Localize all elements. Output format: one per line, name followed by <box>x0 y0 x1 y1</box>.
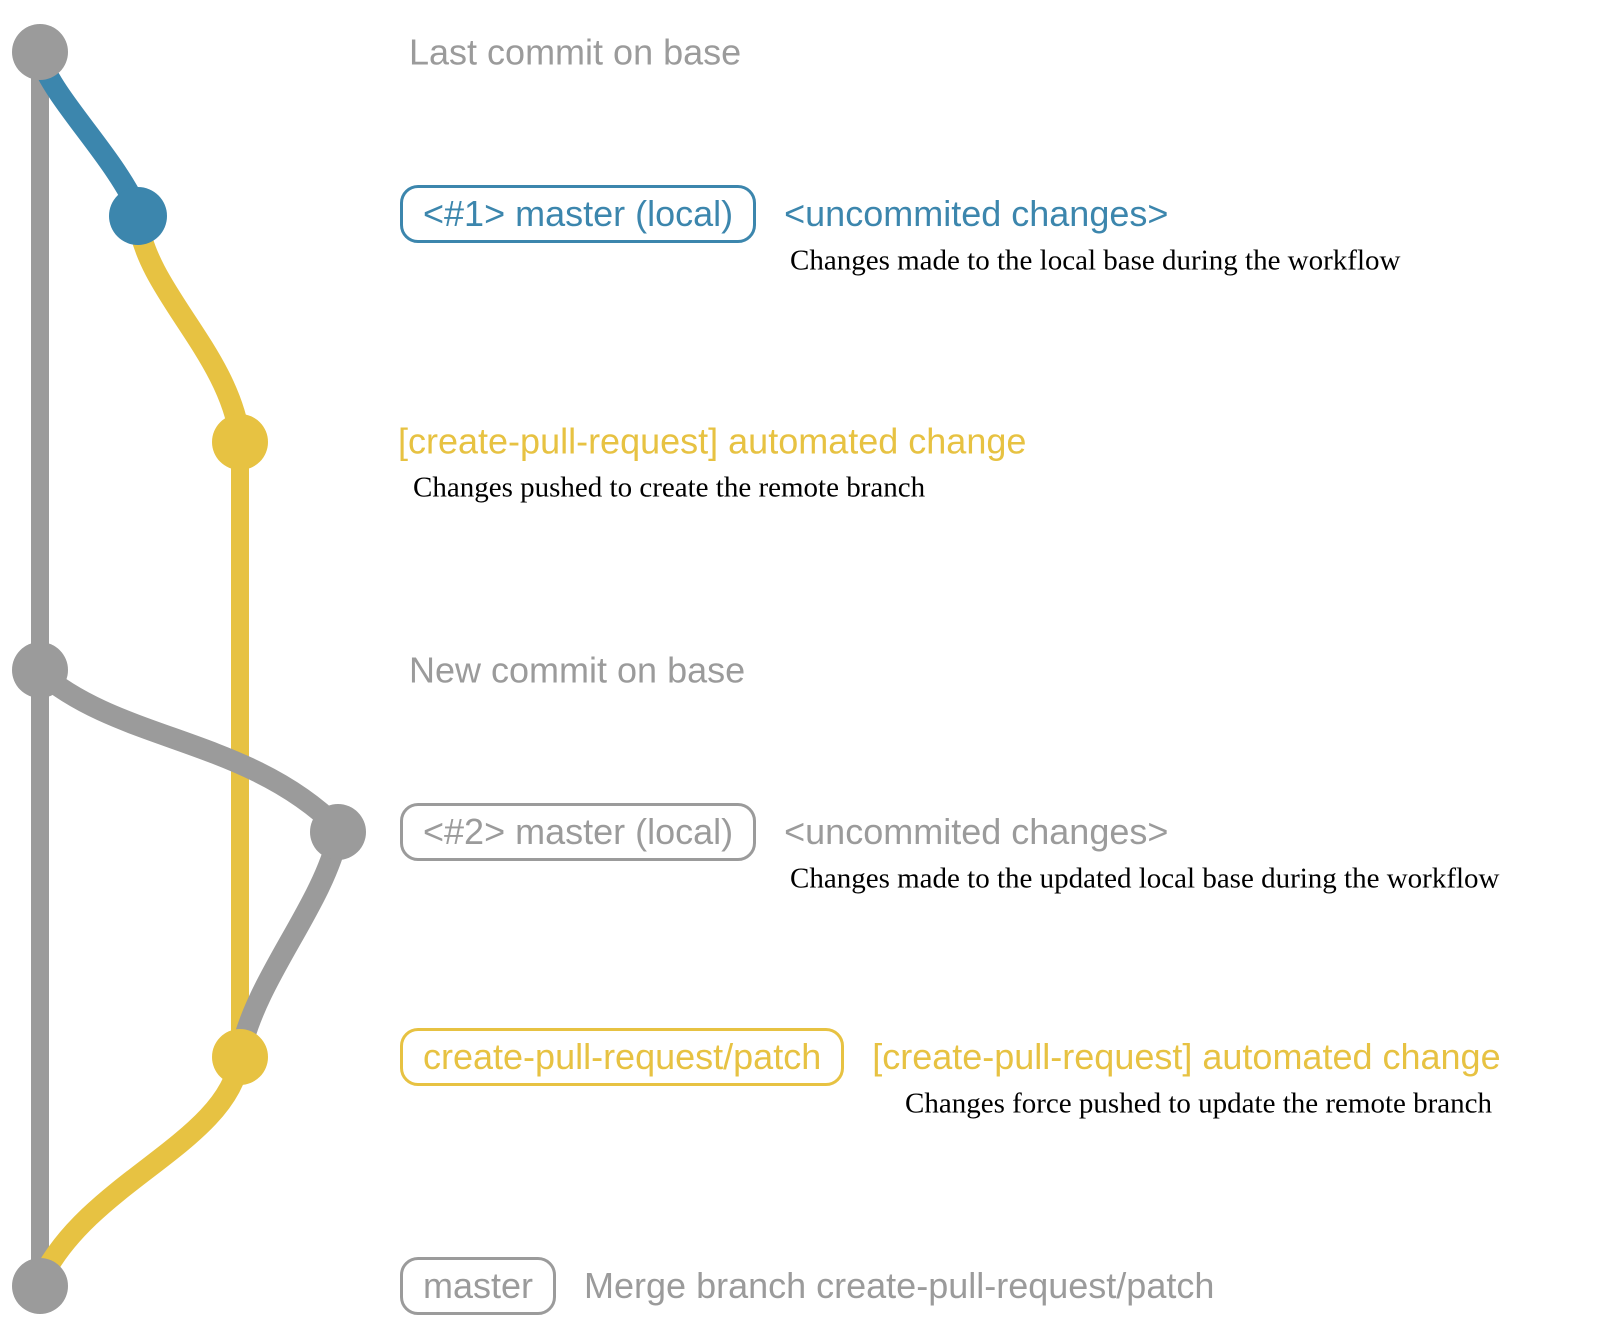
commit-dot-patch-1 <box>212 414 268 470</box>
gray-update-patch-curve <box>230 833 349 1053</box>
local-1-description: Changes made to the local base during th… <box>790 244 1401 277</box>
blue-local-branch-curve <box>30 54 146 211</box>
patch-2-description: Changes force pushed to update the remot… <box>905 1087 1493 1120</box>
automated-change-label-1: [create-pull-request] automated change <box>398 420 1027 462</box>
annotation-local-2: <#2> master (local) <uncommited changes> <box>400 803 1168 861</box>
annotation-patch-1: [create-pull-request] automated change <box>398 420 1026 461</box>
new-commit-label: New commit on base <box>409 649 746 691</box>
branch-badge-master-local-1: <#1> master (local) <box>400 185 757 243</box>
uncommited-changes-label-2: <uncommited changes> <box>784 811 1169 853</box>
commit-dot-local-1 <box>109 187 167 245</box>
commit-dot-last-base <box>12 24 68 80</box>
annotation-local-1: <#1> master (local) <uncommited changes> <box>400 185 1168 243</box>
annotation-patch-2: create-pull-request/patch [create-pull-r… <box>400 1028 1501 1086</box>
commit-dot-local-2 <box>310 804 366 860</box>
yellow-patch-create-curve <box>127 218 251 440</box>
annotation-merge: master Merge branch create-pull-request/… <box>400 1257 1214 1315</box>
last-commit-label: Last commit on base <box>409 31 742 73</box>
uncommited-changes-label-1: <uncommited changes> <box>784 193 1169 235</box>
annotation-last-commit: Last commit on base <box>409 31 741 72</box>
commit-dot-patch-2 <box>212 1029 268 1085</box>
gray-rebase-curve <box>33 664 346 836</box>
annotation-new-commit: New commit on base <box>409 649 745 690</box>
branch-badge-create-pull-request-patch: create-pull-request/patch <box>400 1028 845 1086</box>
local-2-description: Changes made to the updated local base d… <box>790 862 1500 895</box>
branch-badge-master: master <box>400 1257 557 1315</box>
yellow-merge-curve <box>33 1055 251 1281</box>
merge-commit-label: Merge branch create-pull-request/patch <box>584 1265 1215 1307</box>
patch-1-description: Changes pushed to create the remote bran… <box>413 471 926 504</box>
automated-change-label-2: [create-pull-request] automated change <box>872 1036 1501 1078</box>
commit-dot-merge <box>12 1258 68 1314</box>
commit-dot-new-base <box>12 642 68 698</box>
branch-badge-master-local-2: <#2> master (local) <box>400 803 757 861</box>
